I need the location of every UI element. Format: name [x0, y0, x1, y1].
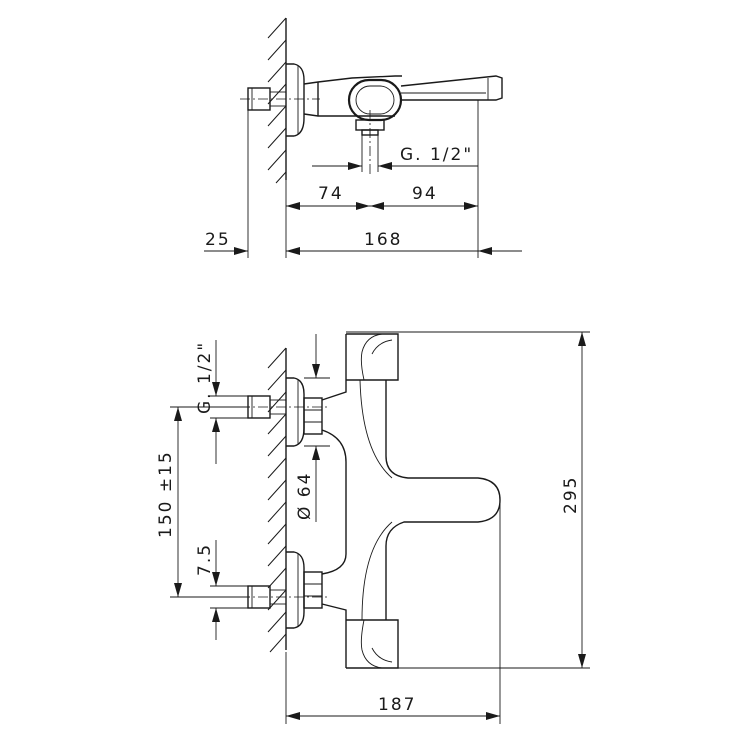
top-dimension-168: 168: [364, 230, 402, 250]
top-thread-dimension: G. 1/2": [312, 145, 478, 170]
top-dimension-74: 74: [318, 184, 344, 204]
front-width-dimension: 187: [286, 695, 500, 720]
front-diameter-label: Ø 64: [295, 472, 315, 520]
front-offset-label: 7.5: [195, 543, 215, 576]
front-view: G. 1/2" 150 ±15 7.5 Ø 64: [156, 331, 590, 724]
front-wall-hatching: [267, 347, 287, 653]
front-height-label: 295: [561, 476, 581, 514]
top-mixer-body: [303, 75, 403, 136]
top-wall-hatching: [267, 17, 287, 184]
front-mixer-body: [321, 333, 501, 669]
front-diameter-dimension: Ø 64: [295, 334, 330, 522]
top-dimension-94: 94: [412, 184, 438, 204]
top-view: G. 1/2" 74 94 25 168: [204, 17, 522, 258]
top-dimension-74-94: 74 94: [286, 184, 478, 210]
top-dimension-25: 25: [205, 230, 231, 250]
front-spacing-dimension: 150 ±15: [156, 407, 182, 597]
front-height-dimension: 295: [561, 332, 586, 668]
front-spacing-label: 150 ±15: [156, 450, 176, 538]
top-escutcheon: [286, 63, 305, 137]
top-dimension-25-168: 25 168: [204, 230, 522, 255]
top-thread-label: G. 1/2": [400, 145, 473, 165]
front-lower-inlet: [247, 551, 323, 629]
front-offset-dimension: 7.5: [195, 540, 220, 640]
front-width-label: 187: [378, 695, 416, 715]
front-thread-dimension: G. 1/2": [195, 340, 220, 464]
top-spout: [400, 75, 503, 101]
front-thread-label: G. 1/2": [195, 341, 215, 414]
front-upper-inlet: [247, 377, 323, 447]
